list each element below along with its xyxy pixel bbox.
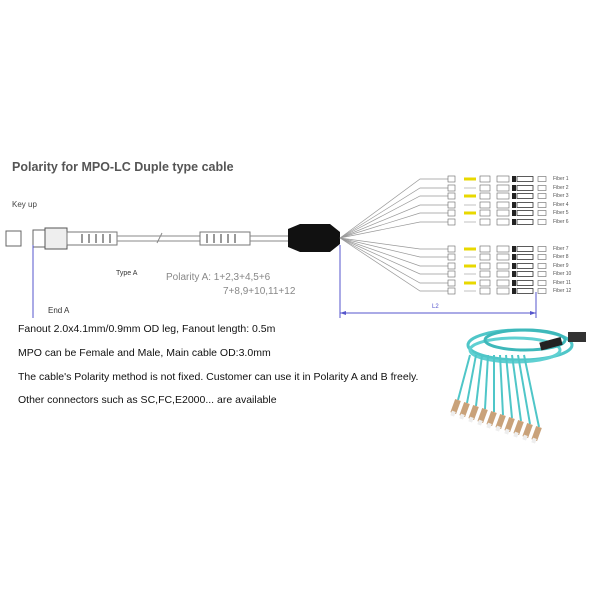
fiber-label: Fiber 10 [553, 271, 572, 277]
fiber-label: Fiber 4 [553, 202, 569, 208]
breakout-sleeve [288, 224, 340, 252]
type-label: Type A [116, 270, 138, 277]
fiber-leg [339, 237, 547, 295]
spec-line: Fanout 2.0x4.1mm/0.9mm OD leg, Fanout le… [18, 323, 276, 335]
fiber-label: Fiber 8 [553, 254, 569, 260]
spec-line: The cable's Polarity method is not fixed… [18, 371, 419, 383]
dust-cap [5, 230, 22, 247]
fiber-leg [339, 237, 547, 278]
fiber-label: Fiber 3 [553, 193, 569, 199]
polarity-line-1: Polarity A: 1+2,3+4,5+6 [166, 272, 271, 283]
fiber-leg [339, 237, 547, 270]
mpo-boot [66, 231, 118, 246]
diagram-title: Polarity for MPO-LC Duple type cable [12, 160, 234, 174]
key-up-label: Key up [12, 200, 37, 209]
fiber-label: Fiber 1 [553, 176, 569, 182]
fiber-leg [339, 218, 547, 239]
length-label: L2 [432, 304, 439, 310]
fiber-label: Fiber 7 [553, 246, 569, 252]
fiber-label: Fiber 11 [553, 280, 571, 286]
fiber-label: Fiber 12 [553, 288, 572, 294]
spec-line: Other connectors such as SC,FC,E2000... … [18, 394, 277, 406]
fiber-leg [339, 237, 547, 261]
product-photo [450, 328, 586, 444]
fiber-label: Fiber 2 [553, 185, 569, 191]
fiber-label: Fiber 5 [553, 210, 569, 216]
fanout-boot [199, 231, 251, 246]
mpo-key [32, 229, 46, 248]
fiber-leg [339, 209, 547, 239]
fiber-leg [339, 237, 547, 253]
fiber-legs [339, 175, 547, 295]
end-label: End A [48, 306, 70, 315]
fiber-leg [339, 175, 547, 239]
fiber-leg [339, 201, 547, 239]
polarity-line-2: 7+8,9+10,11+12 [223, 286, 296, 297]
fiber-label: Fiber 6 [553, 219, 569, 225]
fiber-leg [339, 192, 547, 239]
spec-line: MPO can be Female and Male, Main cable O… [18, 347, 271, 359]
fiber-leg [339, 237, 547, 287]
fiber-leg [339, 184, 547, 239]
mpo-connector [44, 227, 68, 250]
fiber-label: Fiber 9 [553, 263, 569, 269]
